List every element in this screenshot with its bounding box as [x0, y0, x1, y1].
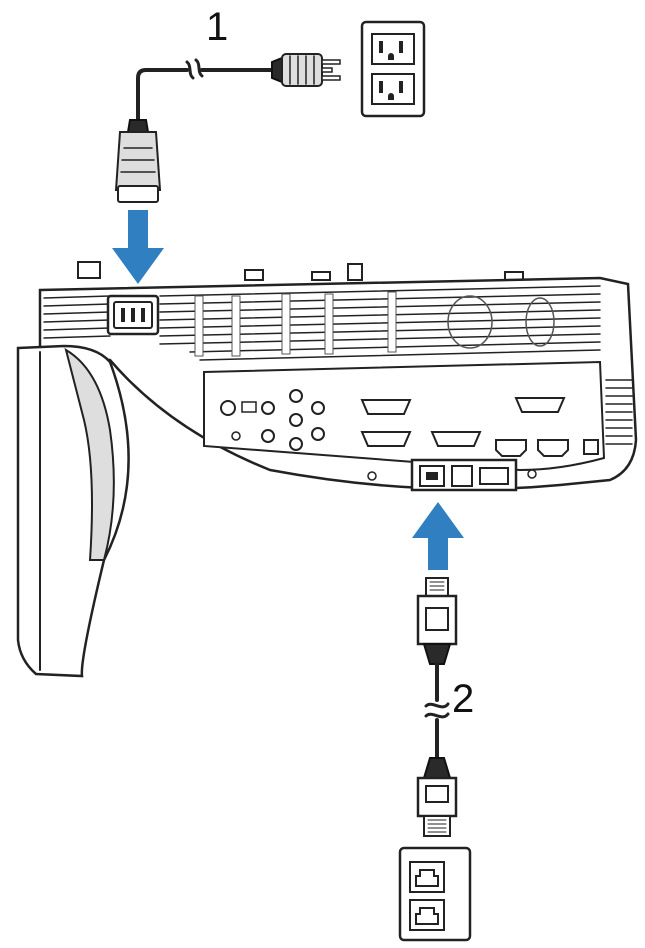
power-outlet-icon — [360, 20, 426, 118]
power-inlet — [106, 294, 160, 336]
arrow-down-icon — [112, 210, 164, 284]
network-wall-jack-icon — [398, 846, 472, 942]
power-cable-callout: 1 — [206, 5, 228, 49]
vent-markings — [194, 291, 555, 357]
rj45-cable — [416, 577, 458, 837]
projector-icon — [16, 261, 638, 678]
power-cable — [114, 53, 341, 203]
arrow-up-icon — [412, 502, 464, 570]
rj45-cable-callout: 2 — [452, 677, 474, 721]
